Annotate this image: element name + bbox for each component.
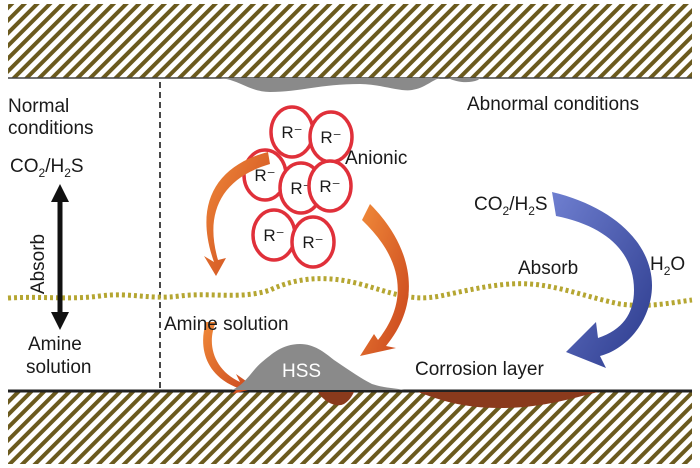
- corrosion-layer-label: Corrosion layer: [415, 359, 544, 380]
- left-absorb-label: Absorb: [28, 234, 49, 294]
- liquid-level-line: [7, 276, 693, 308]
- anionic-cluster: R⁻ R⁻ R⁻ R⁻ R⁻ R⁻ R⁻: [242, 105, 354, 269]
- corrosion-layer: [418, 392, 598, 408]
- right-gas-label: CO2/H2S: [474, 194, 548, 218]
- orange-arrow-right-body: [360, 204, 409, 356]
- water-label: H2O: [650, 254, 685, 278]
- top-deposit: [220, 78, 440, 92]
- anionic-label: Anionic: [345, 148, 407, 169]
- absorb-arrow-down-head: [51, 312, 69, 330]
- left-amine-label-line2: solution: [26, 357, 92, 378]
- anion-label: R⁻: [254, 166, 275, 185]
- blue-absorb-arrow: [552, 192, 653, 368]
- anion-label: R⁻: [302, 233, 323, 252]
- top-deposit-small: [448, 78, 480, 83]
- anion-label: R⁻: [320, 128, 341, 147]
- hss-deposit: [232, 344, 404, 390]
- anion-label: R⁻: [263, 226, 284, 245]
- anion-label: R⁻: [281, 123, 302, 142]
- top-pipe-wall: [8, 4, 692, 78]
- anion-label: R⁻: [319, 177, 340, 196]
- corrosion-spot: [318, 392, 354, 406]
- right-absorb-label: Absorb: [518, 258, 578, 279]
- bottom-pipe-wall: [8, 392, 692, 464]
- right-amine-label: Amine solution: [164, 314, 289, 335]
- anion-circle: [290, 215, 336, 269]
- normal-conditions-label-line2: conditions: [8, 118, 94, 139]
- left-gas-label: CO2/H2S: [10, 156, 84, 180]
- normal-conditions-label-line1: Normal: [8, 96, 69, 117]
- hss-label: HSS: [282, 361, 321, 382]
- left-amine-label-line1: Amine: [28, 334, 82, 355]
- abnormal-conditions-label: Abnormal conditions: [467, 94, 639, 115]
- anion-label: R⁻: [290, 179, 311, 198]
- absorb-arrow-up-head: [51, 184, 69, 202]
- anion-circle: [307, 159, 353, 213]
- orange-arrow-left-body: [204, 152, 270, 276]
